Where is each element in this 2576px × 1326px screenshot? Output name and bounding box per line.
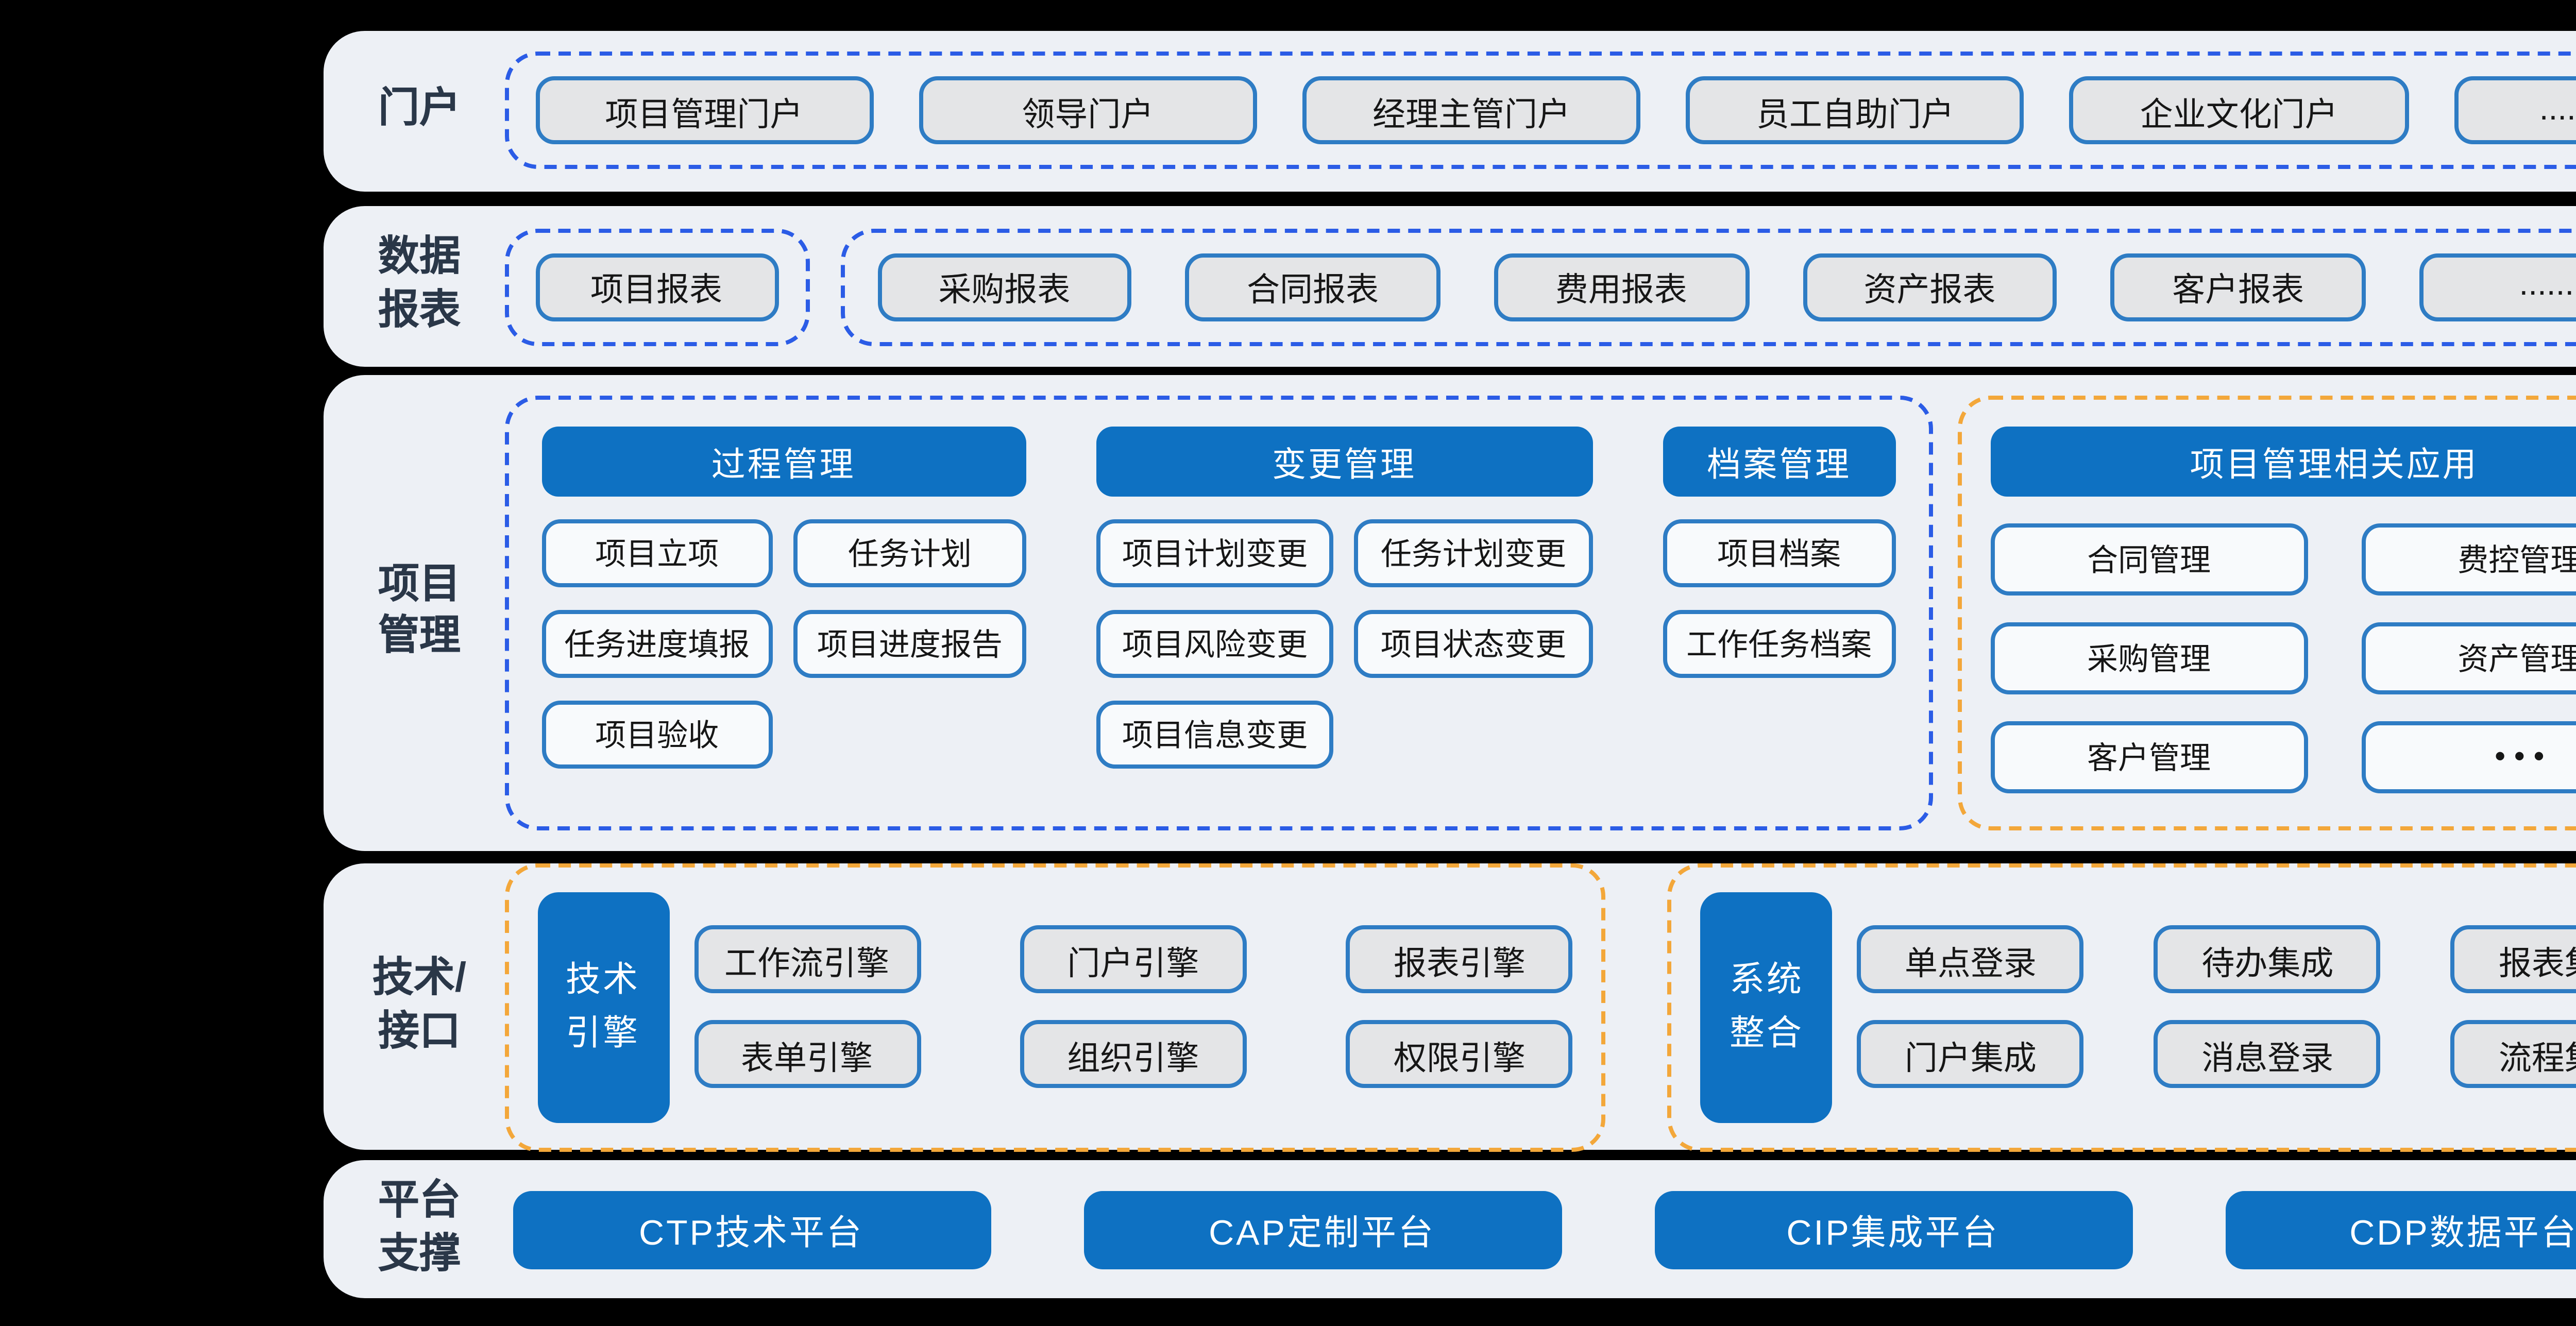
node-contract-mgmt[interactable]: 合同管理 [1990,523,2308,596]
portal-row-label: 门户 [378,86,461,132]
project-row-label: 项目 管理 [378,562,461,660]
node-cdp-platform[interactable]: CDP数据平台 [2225,1190,2576,1268]
node-project-progress-report[interactable]: 项目进度报告 [793,610,1026,678]
node-asset-mgmt[interactable]: 资产管理 [2361,622,2576,694]
node-todo-integration[interactable]: 待办集成 [2154,925,2381,993]
reports-row: 数据 报表 项目报表 采购报表 合同报表 费用报表 资产报表 客户报表 ....… [323,206,2576,367]
tech-row: 技术/ 接口 技术 引擎 工作流引擎 门户引擎 报表引擎 表单引擎 组织引擎 权… [323,862,2576,1151]
change-mgmt-group: 变更管理 项目计划变更 任务计划变更 项目风险变更 项目状态变更 项目信息变更 [1096,427,1592,798]
tech-engine-title[interactable]: 技术 引擎 [537,891,669,1122]
related-apps-header[interactable]: 项目管理相关应用 [1990,427,2576,497]
engine-dashed-container: 技术 引擎 工作流引擎 门户引擎 报表引擎 表单引擎 组织引擎 权限引擎 [504,862,1606,1151]
node-org-engine[interactable]: 组织引擎 [1020,1020,1247,1088]
node-customer-mgmt[interactable]: 客户管理 [1990,721,2308,793]
node-cap-platform[interactable]: CAP定制平台 [1083,1190,1561,1268]
node-project-info-change[interactable]: 项目信息变更 [1096,701,1334,769]
node-project-plan-change[interactable]: 项目计划变更 [1096,519,1334,587]
reports-row-label: 数据 报表 [378,235,461,334]
node-task-plan-change[interactable]: 任务计划变更 [1354,519,1592,587]
node-form-engine[interactable]: 表单引擎 [693,1020,920,1088]
related-apps-grid: 合同管理 费控管理 采购管理 资产管理 客户管理 • • • [1990,523,2576,793]
reports-btn-asset[interactable]: 资产报表 [1802,252,2057,320]
reports-btn-procurement[interactable]: 采购报表 [877,252,1132,320]
reports-btn-expense[interactable]: 费用报表 [1494,252,1749,320]
portal-dashed-container: 项目管理门户 领导门户 经理主管门户 员工自助门户 企业文化门户 ...... [504,52,2576,169]
node-process-integration[interactable]: 流程集成 [2451,1020,2576,1088]
node-ctp-platform[interactable]: CTP技术平台 [512,1190,990,1268]
archive-mgmt-group: 档案管理 项目档案 工作任务档案 [1662,427,1896,798]
platform-row: 平台 支撑 CTP技术平台 CAP定制平台 CIP集成平台 CDP数据平台 [323,1160,2576,1298]
archive-mgmt-header[interactable]: 档案管理 [1662,427,1896,497]
node-cip-platform[interactable]: CIP集成平台 [1654,1190,2132,1268]
integration-dashed-container: 系统 整合 单点登录 待办集成 报表集成 门户集成 消息登录 流程集成 [1667,862,2576,1151]
tech-row-label: 技术/ 接口 [372,956,467,1054]
node-portal-integration[interactable]: 门户集成 [1857,1020,2084,1088]
portal-btn-manager[interactable]: 经理主管门户 [1302,77,1641,145]
portal-btn-employee-selfservice[interactable]: 员工自助门户 [1686,77,2025,145]
node-portal-engine[interactable]: 门户引擎 [1020,925,1247,993]
node-project-initiation[interactable]: 项目立项 [541,519,773,587]
tech-content: 技术 引擎 工作流引擎 门户引擎 报表引擎 表单引擎 组织引擎 权限引擎 系统 … [504,862,2576,1151]
node-workflow-engine[interactable]: 工作流引擎 [693,925,920,993]
project-content: 过程管理 项目立项 任务计划 任务进度填报 项目进度报告 项目验收 变更管理 [504,396,2576,829]
node-project-risk-change[interactable]: 项目风险变更 [1096,610,1334,678]
portal-btn-culture[interactable]: 企业文化门户 [2070,77,2409,145]
node-permission-engine[interactable]: 权限引擎 [1346,1020,1573,1088]
reports-dashed-container-1: 项目报表 [504,228,809,345]
portal-row: 门户 项目管理门户 领导门户 经理主管门户 员工自助门户 企业文化门户 ....… [323,30,2576,192]
process-mgmt-group: 过程管理 项目立项 任务计划 任务进度填报 项目进度报告 项目验收 [541,427,1026,798]
portal-btn-leader[interactable]: 领导门户 [918,77,1257,145]
reports-btn-contract[interactable]: 合同报表 [1185,252,1440,320]
node-project-status-change[interactable]: 项目状态变更 [1354,610,1592,678]
engine-grid: 工作流引擎 门户引擎 报表引擎 表单引擎 组织引擎 权限引擎 [693,891,1573,1122]
node-message-login[interactable]: 消息登录 [2154,1020,2381,1088]
integration-grid: 单点登录 待办集成 报表集成 门户集成 消息登录 流程集成 [1857,891,2576,1122]
portal-btn-project-mgmt[interactable]: 项目管理门户 [535,77,873,145]
project-row: 项目 管理 过程管理 项目立项 任务计划 任务进度填报 项目进度报告 项目验收 [323,375,2576,850]
node-report-integration[interactable]: 报表集成 [2451,925,2576,993]
reports-content: 项目报表 采购报表 合同报表 费用报表 资产报表 客户报表 ...... [504,228,2576,345]
node-work-task-archive[interactable]: 工作任务档案 [1662,610,1896,678]
node-project-archive[interactable]: 项目档案 [1662,519,1896,587]
related-apps-dashed-container: 项目管理相关应用 合同管理 费控管理 采购管理 资产管理 客户管理 • • • [1957,396,2576,829]
reports-btn-customer[interactable]: 客户报表 [2110,252,2366,320]
node-task-plan[interactable]: 任务计划 [793,519,1026,587]
reports-btn-more[interactable]: ...... [2419,252,2576,320]
system-integration-title[interactable]: 系统 整合 [1700,891,1833,1122]
process-mgmt-header[interactable]: 过程管理 [541,427,1026,497]
platform-content: CTP技术平台 CAP定制平台 CIP集成平台 CDP数据平台 [504,1190,2576,1268]
node-report-engine[interactable]: 报表引擎 [1346,925,1573,993]
change-mgmt-header[interactable]: 变更管理 [1096,427,1592,497]
portal-btn-more[interactable]: ...... [2453,77,2576,145]
node-project-acceptance[interactable]: 项目验收 [541,701,773,769]
node-task-progress-report[interactable]: 任务进度填报 [541,610,773,678]
project-dashed-container: 过程管理 项目立项 任务计划 任务进度填报 项目进度报告 项目验收 变更管理 [504,396,1933,829]
node-procurement-mgmt[interactable]: 采购管理 [1990,622,2308,694]
platform-row-label: 平台 支撑 [378,1178,461,1277]
node-more-apps[interactable]: • • • [2361,721,2576,793]
reports-btn-project[interactable]: 项目报表 [535,252,778,320]
node-single-signon[interactable]: 单点登录 [1857,925,2084,993]
node-expense-control-mgmt[interactable]: 费控管理 [2361,523,2576,596]
reports-dashed-container-2: 采购报表 合同报表 费用报表 资产报表 客户报表 ...... [840,228,2576,345]
